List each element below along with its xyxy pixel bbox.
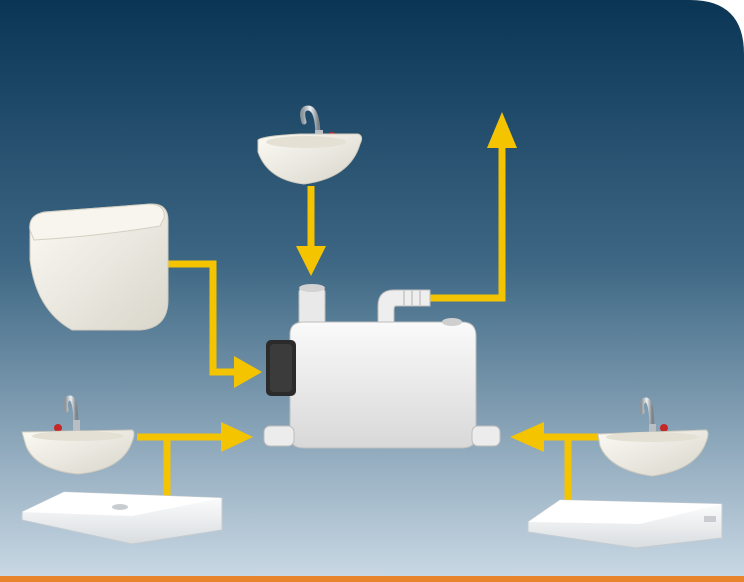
toilet-icon xyxy=(29,203,169,331)
arrowhead-discharge xyxy=(487,112,517,148)
washbasin-icon xyxy=(257,105,363,185)
arrowhead-top-basin xyxy=(296,246,326,276)
arrowhead-toilet xyxy=(234,356,262,388)
washbasin-icon xyxy=(21,395,135,475)
flow-arrow-toilet xyxy=(166,260,238,376)
flow-arrow-discharge xyxy=(428,146,506,302)
arrowhead-right xyxy=(510,422,544,452)
shower-tray-icon xyxy=(21,491,223,545)
pump-unit-icon xyxy=(263,284,501,449)
bottom-accent-bar xyxy=(0,576,744,582)
washbasin-icon xyxy=(597,397,709,477)
shower-tray-icon xyxy=(527,499,723,549)
arrowhead-left xyxy=(221,422,253,452)
